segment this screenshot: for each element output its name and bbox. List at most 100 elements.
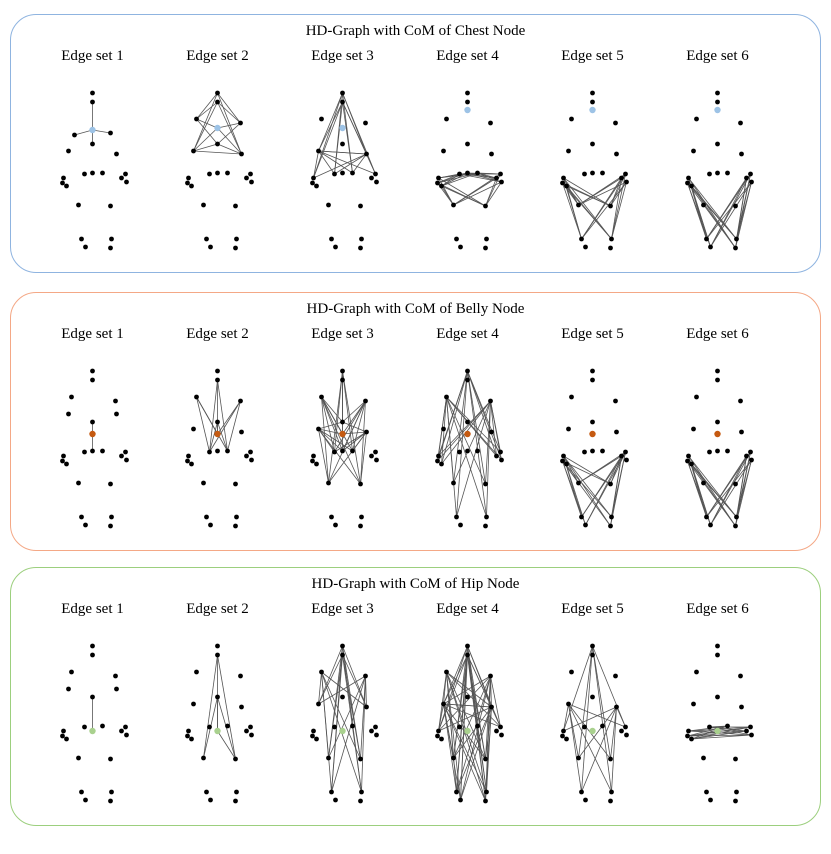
graph-edge	[592, 645, 612, 793]
joint-node	[83, 797, 88, 803]
graph-edge	[217, 101, 241, 124]
joint-node	[733, 798, 738, 804]
joint-node	[734, 236, 739, 242]
edge-set-label: Edge set 1	[61, 326, 124, 342]
graph-edge	[578, 645, 593, 759]
graph-edge	[328, 370, 343, 484]
joint-node	[314, 461, 319, 467]
joint-node	[215, 419, 220, 425]
joint-node	[119, 175, 124, 181]
graph-edge	[687, 725, 728, 737]
graph-edge	[490, 400, 497, 457]
graph-edge	[485, 181, 502, 207]
graph-column: Edge set 4	[405, 15, 530, 274]
joint-node	[435, 180, 440, 186]
graph-edge	[437, 400, 491, 462]
joint-node	[579, 236, 584, 242]
graph-edge	[334, 431, 367, 453]
joint-node	[454, 236, 459, 242]
graph-edge	[456, 400, 491, 518]
skeleton-graph	[435, 643, 504, 804]
graph-edge	[709, 726, 747, 732]
joint-node	[689, 736, 694, 742]
joint-node	[108, 523, 113, 529]
joint-node	[600, 448, 605, 454]
graph-edge	[691, 463, 736, 527]
joint-node	[489, 151, 494, 157]
joint-node	[215, 368, 220, 374]
joint-node	[619, 175, 624, 181]
joint-node	[498, 171, 503, 177]
joint-node	[566, 426, 571, 432]
joint-node	[350, 170, 355, 176]
joint-node	[215, 170, 220, 176]
graph-edge	[563, 455, 611, 485]
graph-edge	[568, 703, 612, 793]
graph-edge	[735, 459, 752, 527]
joint-node	[483, 203, 488, 209]
graph-edge	[443, 645, 468, 705]
joint-node	[225, 448, 230, 454]
joint-node	[608, 481, 613, 487]
joint-node	[733, 245, 738, 251]
joint-node	[358, 756, 363, 762]
joint-node	[66, 686, 71, 692]
graph-edge	[217, 654, 236, 760]
graph-edge	[710, 455, 747, 526]
graph-edge	[318, 645, 343, 705]
joint-node	[114, 151, 119, 157]
joint-node	[340, 694, 345, 700]
joint-node	[332, 724, 337, 730]
graph-edge	[196, 118, 218, 129]
graph-column: Edge set 6	[655, 15, 780, 274]
graph-edge	[441, 185, 454, 206]
graph-edge	[691, 185, 736, 249]
graph-edge	[193, 127, 218, 152]
graph-edge	[691, 185, 737, 240]
graph-edge	[688, 177, 737, 240]
joint-node	[609, 514, 614, 520]
graph-edge	[318, 428, 329, 484]
joint-node	[748, 449, 753, 455]
graph-edge	[453, 177, 497, 206]
joint-node	[465, 643, 470, 649]
joint-node	[319, 669, 324, 675]
joint-node	[686, 453, 691, 459]
joint-node	[90, 368, 95, 374]
joint-node	[363, 120, 368, 126]
joint-node	[119, 728, 124, 734]
joint-node	[123, 449, 128, 455]
joint-node	[715, 652, 720, 658]
edge-set-label: Edge set 6	[686, 48, 749, 64]
graph-edge	[610, 177, 622, 207]
com-node	[589, 430, 596, 438]
joint-node	[204, 236, 209, 242]
joint-node	[369, 175, 374, 181]
edge-set-label: Edge set 5	[561, 326, 624, 342]
joint-node	[614, 429, 619, 435]
joint-node	[475, 723, 480, 729]
graph-edge	[687, 460, 711, 526]
com-node	[464, 106, 471, 114]
joint-node	[590, 99, 595, 105]
graph-edge	[563, 455, 612, 518]
graph-edge	[581, 645, 593, 793]
joint-node	[748, 724, 753, 730]
joint-node	[60, 733, 65, 739]
joint-node	[189, 736, 194, 742]
joint-node	[734, 514, 739, 520]
joint-node	[590, 448, 595, 454]
graph-column: Edge set 1	[30, 568, 155, 827]
joint-node	[691, 148, 696, 154]
joint-node	[124, 732, 129, 738]
joint-node	[364, 704, 369, 710]
skeleton-graph	[185, 368, 254, 529]
graph-edge	[568, 703, 582, 793]
joint-node	[704, 789, 709, 795]
graph-edge	[360, 400, 366, 485]
graph-edge	[592, 645, 611, 760]
joint-node	[76, 480, 81, 486]
graph-edge	[438, 671, 447, 732]
joint-node	[238, 673, 243, 679]
edge-set-label: Edge set 4	[436, 48, 499, 64]
